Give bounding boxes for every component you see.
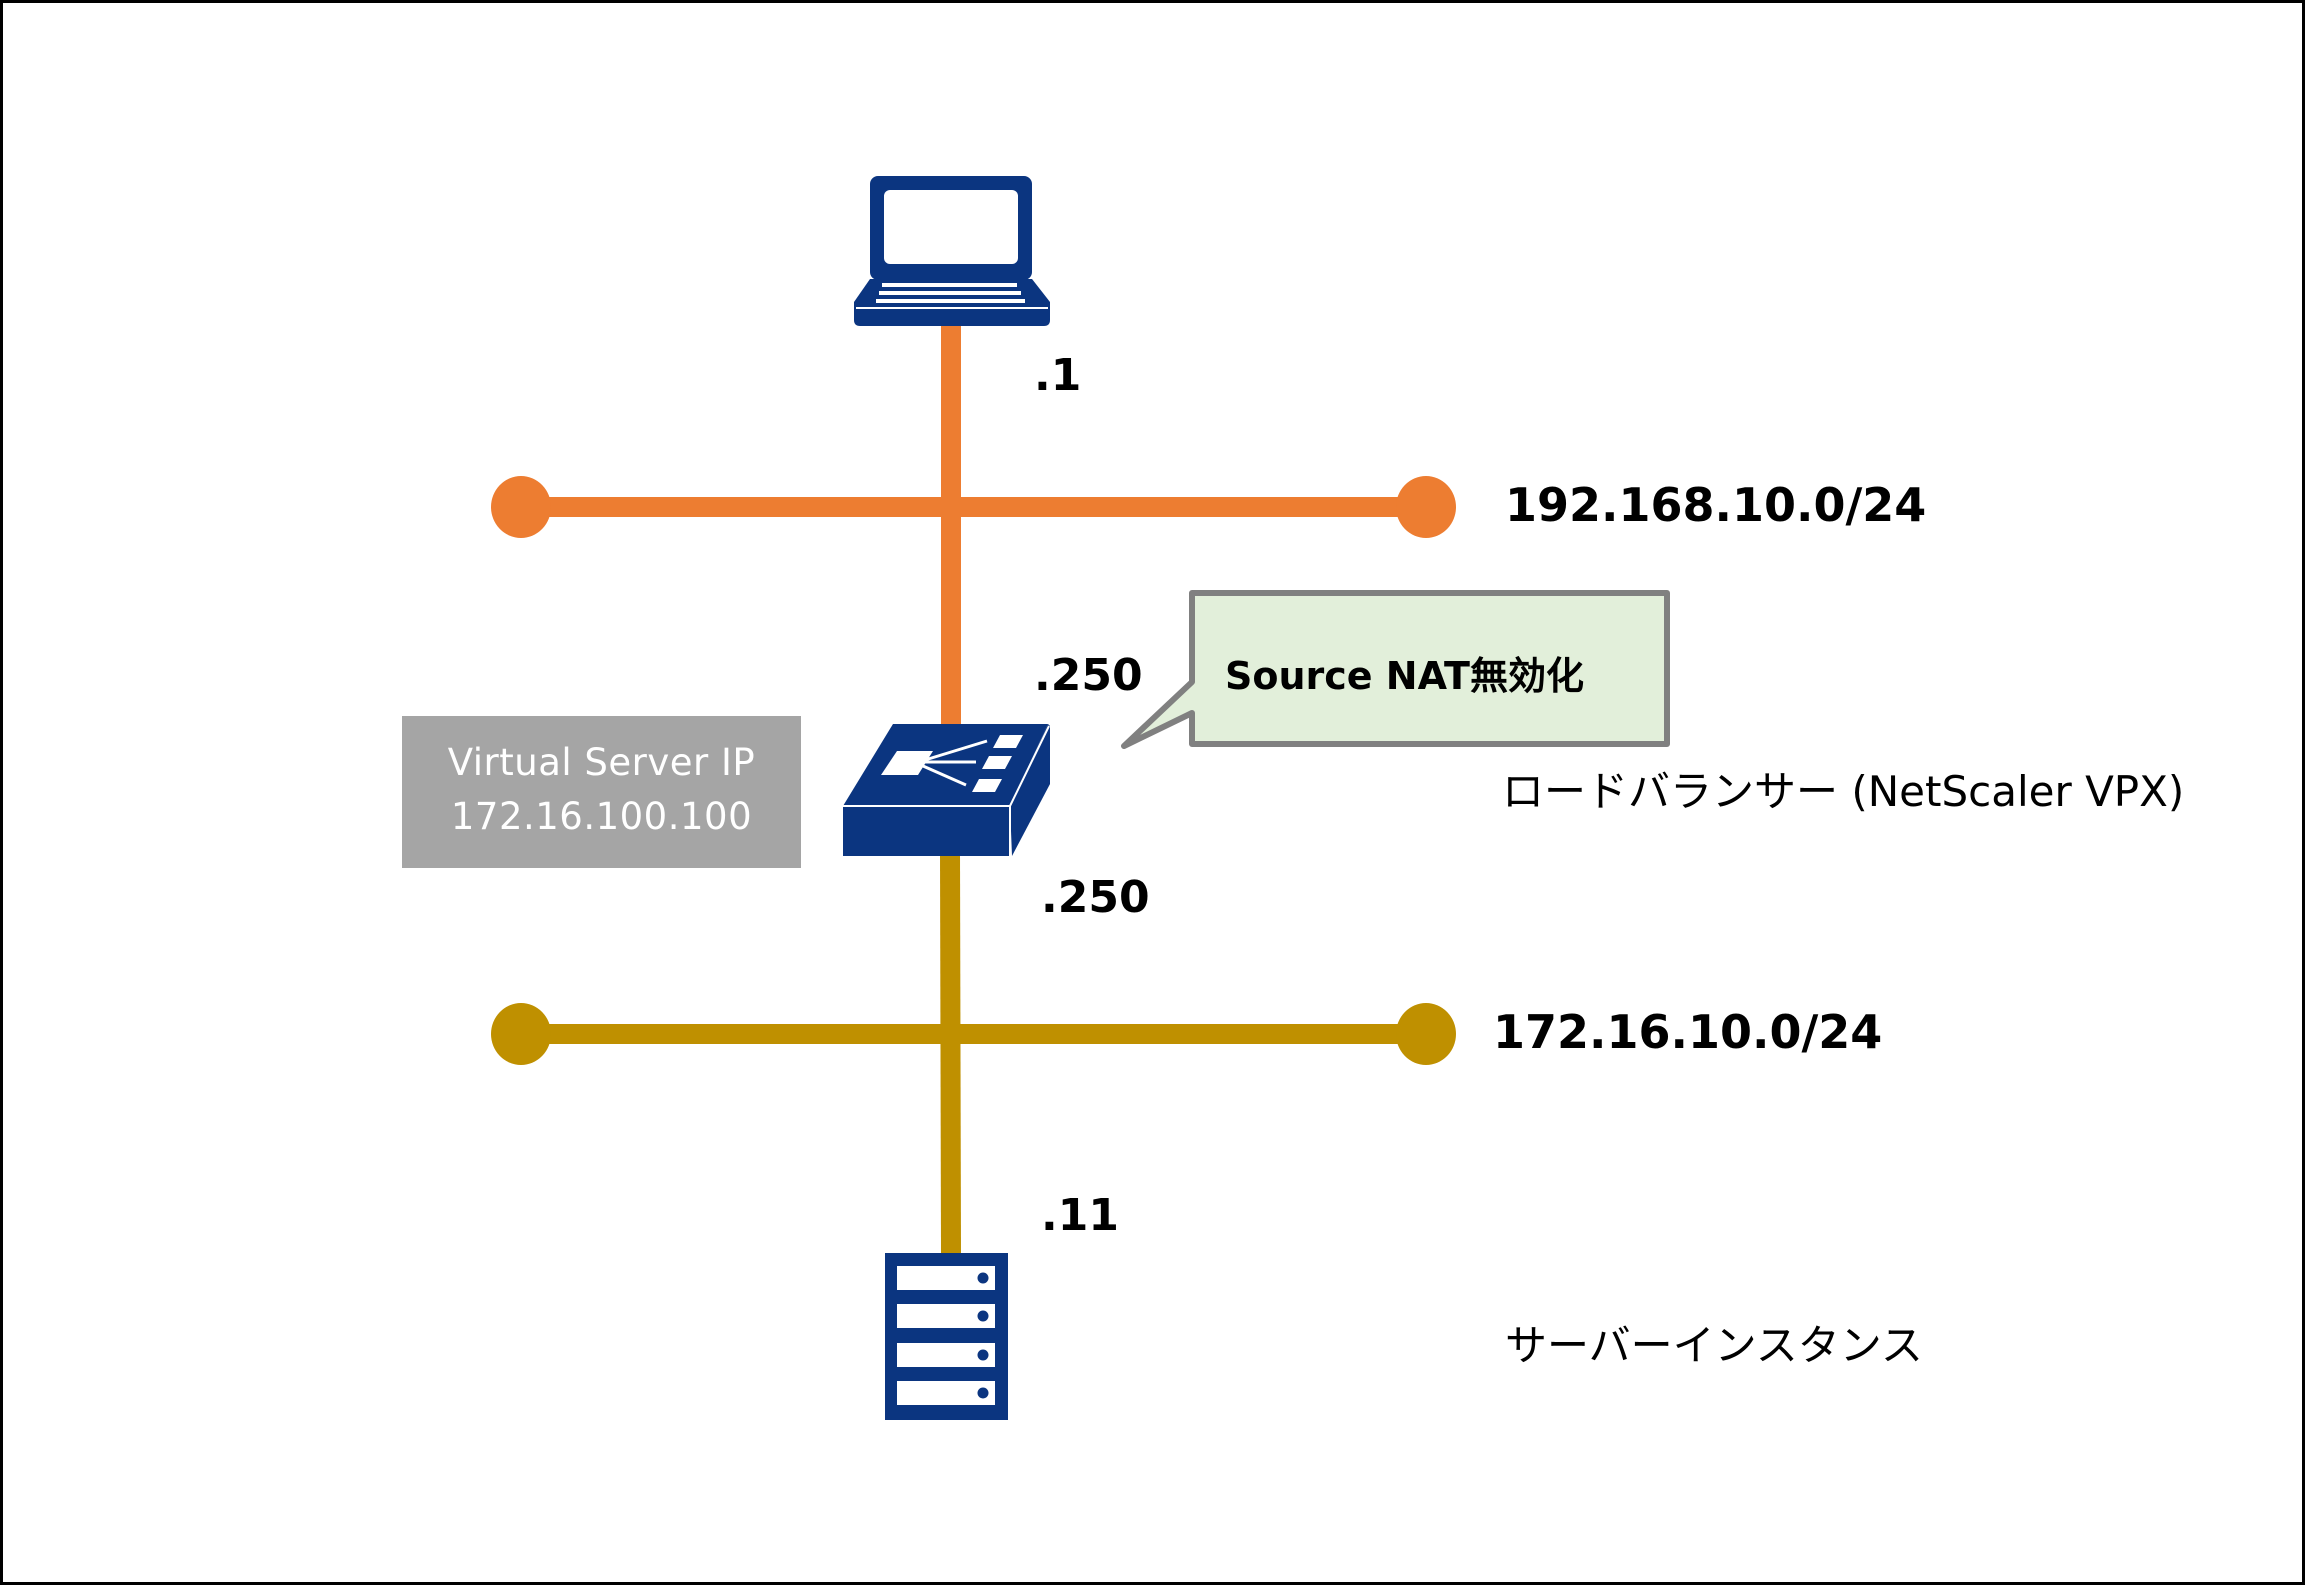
load-balancer-label: ロードバランサー (NetScaler VPX) <box>1502 767 2185 816</box>
virtual-server-title: Virtual Server IP <box>447 741 756 784</box>
virtual-server-ip-box: Virtual Server IP 172.16.100.100 <box>402 716 801 868</box>
segment-endpoint <box>491 476 551 538</box>
server-instance-label: サーバーインスタンス <box>1505 1321 1923 1370</box>
lb-upper-ip-suffix: .250 <box>1034 650 1143 701</box>
callout-text: Source NAT無効化 <box>1225 654 1584 698</box>
load-balancer-icon <box>843 724 1050 856</box>
virtual-server-ip: 172.16.100.100 <box>450 795 753 838</box>
segment-endpoint <box>1396 476 1456 538</box>
laptop-icon <box>854 176 1050 326</box>
segment-endpoint <box>1396 1003 1456 1065</box>
lower-network-cidr: 172.16.10.0/24 <box>1493 1005 1883 1059</box>
server-uplink <box>940 851 961 1257</box>
callout-bubble <box>1121 590 1670 749</box>
network-segment-upper <box>491 476 1456 538</box>
network-segment-lower <box>491 1003 1456 1065</box>
client-ip-suffix: .1 <box>1034 350 1082 401</box>
server-icon <box>885 1253 1008 1420</box>
lb-lower-ip-suffix: .250 <box>1041 872 1150 923</box>
segment-endpoint <box>491 1003 551 1065</box>
upper-network-cidr: 192.168.10.0/24 <box>1505 478 1927 532</box>
server-ip-suffix: .11 <box>1041 1190 1119 1241</box>
